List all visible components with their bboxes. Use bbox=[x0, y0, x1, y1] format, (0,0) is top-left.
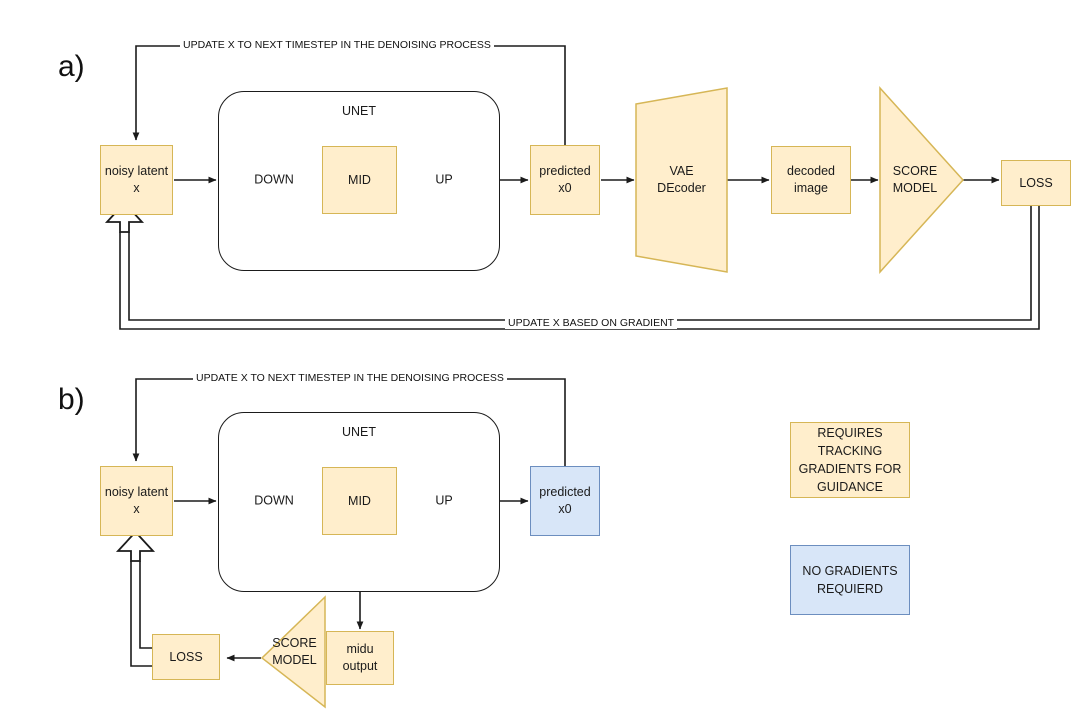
node-b-noisy-latent[interactable]: noisy latent x bbox=[100, 466, 173, 536]
label-a-score-line1: SCORE bbox=[892, 164, 938, 179]
legend-no-gradients-line1: NO GRADIENTS bbox=[802, 563, 898, 578]
node-a-decoded-line2: image bbox=[793, 181, 829, 195]
label-a-loss: LOSS bbox=[1019, 175, 1053, 190]
label-b-up: UP bbox=[435, 493, 453, 508]
label-b-score-line2: MODEL bbox=[272, 653, 317, 667]
legend-requires-line3: GRADIENTS FOR bbox=[798, 462, 902, 476]
node-b-predicted-line2: x0 bbox=[558, 502, 572, 516]
shape-a-vae-decoder bbox=[635, 87, 728, 273]
legend-no-gradients: NO GRADIENTS REQUIERD bbox=[790, 545, 910, 615]
node-b-noisy-latent-line2: x bbox=[133, 502, 140, 516]
node-a-noisy-latent-line1: noisy latent bbox=[104, 164, 169, 179]
label-b-loss: LOSS bbox=[169, 649, 203, 664]
node-a-mid[interactable]: MID bbox=[322, 146, 397, 214]
node-a-noisy-latent-line2: x bbox=[133, 181, 140, 195]
panel-a-label: a) bbox=[58, 50, 85, 83]
node-b-loss[interactable]: LOSS bbox=[152, 634, 220, 680]
block-arrow-b-update-x bbox=[115, 530, 156, 562]
label-a-vae-line2: DEcoder bbox=[657, 181, 706, 195]
node-a-decoded-line1: decoded bbox=[787, 164, 835, 179]
label-a-vae-wrap: VAE DEcoder bbox=[636, 88, 727, 272]
label-a-score-wrap: SCORE MODEL bbox=[880, 88, 950, 272]
node-b-midu-line2: output bbox=[342, 659, 378, 673]
panel-a-bottom-edge-label: UPDATE X BASED ON GRADIENT bbox=[505, 318, 678, 329]
label-b-down-wrap: DOWN bbox=[243, 445, 305, 557]
label-a-up: UP bbox=[435, 172, 453, 187]
label-a-mid: MID bbox=[348, 172, 371, 187]
node-a-predicted-x0[interactable]: predicted x0 bbox=[530, 145, 600, 215]
legend-requires-line4: GUIDANCE bbox=[817, 480, 883, 495]
panel-b-top-edge-label: UPDATE X TO NEXT TIMESTEP IN THE DENOISI… bbox=[193, 373, 507, 384]
label-a-up-wrap: UP bbox=[414, 124, 474, 236]
panel-b-label: b) bbox=[58, 383, 85, 416]
legend-no-gradients-line2: REQUIERD bbox=[817, 582, 883, 596]
label-a-score-line2: MODEL bbox=[892, 181, 938, 195]
shape-b-score-model bbox=[260, 595, 326, 709]
node-b-predicted-line1: predicted bbox=[539, 485, 591, 500]
legend-requires-gradients: REQUIRES TRACKING GRADIENTS FOR GUIDANCE bbox=[790, 422, 910, 498]
label-a-vae-decoder: VAE DEcoder bbox=[636, 163, 727, 197]
label-b-mid: MID bbox=[348, 493, 371, 508]
node-b-predicted-x0[interactable]: predicted x0 bbox=[530, 466, 600, 536]
label-b-score-wrap: SCORE MODEL bbox=[262, 597, 327, 707]
node-b-midu-line1: midu bbox=[346, 642, 374, 657]
node-a-predicted-line1: predicted bbox=[539, 164, 591, 179]
node-a-loss[interactable]: LOSS bbox=[1001, 160, 1071, 206]
legend-requires-line1: REQUIRES bbox=[817, 425, 883, 440]
label-a-down: DOWN bbox=[254, 172, 294, 187]
node-b-mid[interactable]: MID bbox=[322, 467, 397, 535]
node-b-midu-output[interactable]: midu output bbox=[326, 631, 394, 685]
label-a-vae-line1: VAE bbox=[669, 164, 694, 179]
label-b-up-wrap: UP bbox=[414, 445, 474, 557]
shape-a-score-model bbox=[879, 86, 965, 274]
label-b-unet-title: UNET bbox=[341, 425, 377, 439]
label-b-score-model: SCORE MODEL bbox=[262, 635, 327, 669]
label-b-score-line1: SCORE bbox=[272, 636, 317, 651]
node-a-noisy-latent[interactable]: noisy latent x bbox=[100, 145, 173, 215]
panel-a-top-edge-label: UPDATE X TO NEXT TIMESTEP IN THE DENOISI… bbox=[180, 40, 494, 51]
wire-b-gradient-feedback bbox=[130, 561, 152, 667]
label-a-score-model: SCORE MODEL bbox=[880, 163, 950, 197]
legend-requires-line2: TRACKING bbox=[817, 443, 883, 458]
label-b-down: DOWN bbox=[254, 493, 294, 508]
node-a-decoded-image[interactable]: decoded image bbox=[771, 146, 851, 214]
node-a-predicted-line2: x0 bbox=[558, 181, 572, 195]
label-a-down-wrap: DOWN bbox=[243, 124, 305, 236]
node-b-noisy-latent-line1: noisy latent bbox=[104, 485, 169, 500]
label-a-unet-title: UNET bbox=[341, 104, 377, 118]
